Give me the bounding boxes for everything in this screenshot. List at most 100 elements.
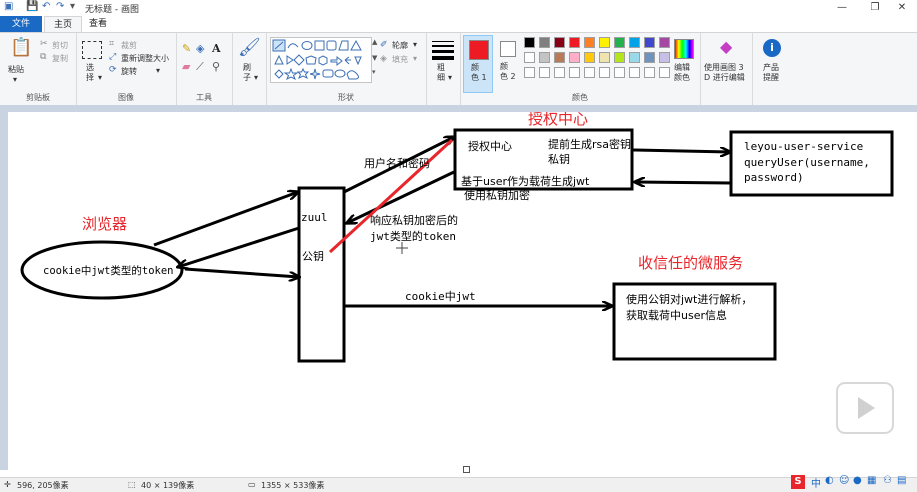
shapes-scroll-down-icon[interactable]: ▼ [372, 54, 378, 62]
shapes-scroll-up-icon[interactable]: ▲ [372, 38, 378, 46]
size-button[interactable]: 粗 细 [437, 63, 445, 82]
palette-swatch[interactable] [569, 52, 580, 63]
select-button[interactable]: 选 择 [86, 63, 94, 82]
color2-button[interactable]: 颜 色 2 [494, 35, 520, 91]
paste-button[interactable]: 粘贴 [8, 65, 24, 74]
palette-swatch[interactable] [569, 37, 580, 48]
resize-icon[interactable]: ⤢ [109, 52, 117, 62]
shapes-gallery[interactable] [270, 37, 372, 83]
palette-swatch[interactable] [659, 37, 670, 48]
brushes-group: 🖌 刷 子 ▾ [232, 33, 267, 105]
tab-file[interactable]: 文件 [0, 16, 42, 32]
edit-colors-button[interactable]: 编辑 颜色 [674, 63, 690, 82]
palette-swatch[interactable] [554, 37, 565, 48]
palette-swatch[interactable] [659, 67, 670, 78]
outline-button[interactable]: 轮廓 [392, 41, 408, 50]
canvas-resize-handle[interactable] [463, 466, 470, 473]
save-icon[interactable]: 💾 [26, 1, 39, 12]
rotate-dropdown-icon[interactable]: ▾ [156, 66, 161, 75]
palette-swatch[interactable] [629, 37, 640, 48]
color-picker-icon[interactable]: ⟋ [196, 60, 204, 73]
brushes-button[interactable]: 刷 子 [243, 63, 251, 82]
undo-icon[interactable]: ↶ [42, 1, 51, 12]
keyboard-icon[interactable]: ▦ [867, 475, 877, 486]
crop-icon[interactable]: ⌗ [109, 39, 115, 49]
redo-icon[interactable]: ↷ [56, 1, 65, 12]
text-tool-icon[interactable]: A [212, 42, 221, 55]
palette-swatch[interactable] [599, 37, 610, 48]
tab-view[interactable]: 查看 [89, 19, 108, 29]
microphone-icon[interactable]: ● [853, 475, 862, 486]
palette-swatch[interactable] [644, 37, 655, 48]
paint3d-icon[interactable]: ◆ [720, 37, 733, 56]
palette-swatch[interactable] [539, 52, 550, 63]
ime-language-indicator[interactable]: 中 [811, 479, 821, 490]
copy-icon[interactable]: ⧉ [40, 52, 47, 62]
customize-quick-access-icon[interactable]: ▾ [70, 1, 76, 12]
drawing-canvas[interactable]: 授权中心 浏览器 收信任的微服务 cookie中jwt类型的token zuul… [8, 112, 917, 473]
select-icon[interactable] [82, 41, 102, 59]
palette-swatch[interactable] [599, 67, 610, 78]
color1-button[interactable]: 颜 色 1 [463, 35, 493, 93]
grid-menu-icon[interactable]: ▤ [897, 475, 907, 486]
palette-swatch[interactable] [539, 67, 550, 78]
emoji-icon[interactable]: ☺ [839, 475, 850, 486]
palette-swatch[interactable] [614, 52, 625, 63]
palette-swatch[interactable] [569, 67, 580, 78]
palette-swatch[interactable] [644, 67, 655, 78]
edit-colors-icon[interactable] [674, 39, 694, 59]
palette-swatch[interactable] [539, 37, 550, 48]
rotate-button[interactable]: 旋转 [121, 67, 137, 76]
fill-icon[interactable]: ◈ [380, 54, 387, 64]
sogou-ime-icon[interactable]: S [791, 475, 805, 489]
half-width-icon[interactable]: ◐ [825, 475, 834, 486]
magnifier-icon[interactable]: ⚲ [212, 60, 221, 73]
palette-swatch[interactable] [584, 67, 595, 78]
brushes-dropdown-icon[interactable]: ▾ [254, 73, 259, 82]
size-dropdown-icon[interactable]: ▾ [448, 73, 453, 82]
video-play-icon[interactable] [836, 382, 894, 434]
palette-swatch[interactable] [614, 67, 625, 78]
palette-swatch[interactable] [614, 37, 625, 48]
minimize-button[interactable]: — [837, 2, 847, 13]
tab-home[interactable]: 主页 [44, 16, 83, 33]
shapes-more-icon[interactable]: ▾ [372, 68, 376, 76]
info-icon[interactable]: i [763, 39, 781, 57]
rotate-icon[interactable]: ⟳ [109, 65, 117, 75]
paint3d-button[interactable]: 使用画图 3 D 进行编辑 [704, 63, 745, 82]
palette-swatch[interactable] [524, 52, 535, 63]
user-icon[interactable]: ⚇ [883, 475, 892, 486]
fill-dropdown-icon[interactable]: ▾ [413, 54, 418, 63]
cut-icon[interactable]: ✂ [40, 39, 48, 49]
palette-swatch[interactable] [554, 67, 565, 78]
maximize-button[interactable]: ❐ [870, 2, 880, 13]
brush-icon[interactable]: 🖌 [238, 37, 261, 58]
paste-icon[interactable]: 📋 [10, 37, 33, 58]
outline-icon[interactable]: ✐ [380, 40, 388, 50]
palette-swatch[interactable] [524, 37, 535, 48]
palette-swatch[interactable] [599, 52, 610, 63]
pencil-icon[interactable]: ✎ [182, 42, 192, 55]
paste-dropdown-icon[interactable]: ▾ [13, 75, 18, 84]
resize-button[interactable]: 重新调整大小 [121, 54, 169, 63]
palette-swatch[interactable] [659, 52, 670, 63]
palette-swatch[interactable] [584, 37, 595, 48]
eraser-icon[interactable]: ▰ [182, 60, 191, 73]
cut-button[interactable]: 剪切 [52, 41, 68, 50]
copy-button[interactable]: 复制 [52, 54, 68, 63]
outline-dropdown-icon[interactable]: ▾ [413, 40, 418, 49]
crop-button[interactable]: 裁剪 [121, 41, 137, 50]
canvas-size: 1355 × 533像素 [261, 481, 325, 490]
product-alert-button[interactable]: 产品 提醒 [763, 63, 779, 82]
palette-swatch[interactable] [554, 52, 565, 63]
palette-swatch[interactable] [629, 67, 640, 78]
fill-button[interactable]: 填充 [392, 55, 408, 64]
fill-bucket-icon[interactable]: ◈ [196, 42, 205, 55]
palette-swatch[interactable] [524, 67, 535, 78]
palette-swatch[interactable] [629, 52, 640, 63]
select-dropdown-icon[interactable]: ▾ [98, 73, 103, 82]
close-button[interactable]: ✕ [897, 2, 907, 13]
palette-swatch[interactable] [644, 52, 655, 63]
size-icon[interactable] [432, 41, 454, 60]
palette-swatch[interactable] [584, 52, 595, 63]
